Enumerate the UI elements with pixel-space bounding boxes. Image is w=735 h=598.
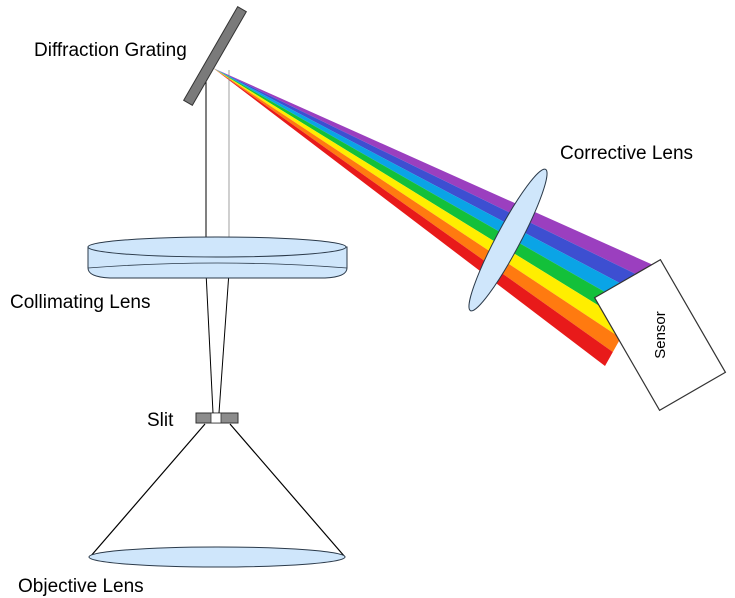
collimated-rays	[205, 70, 230, 240]
sensor-label: Sensor	[652, 311, 669, 359]
spectrum-band-5	[213, 68, 629, 338]
spectrum-band-4	[213, 68, 637, 324]
diffraction-grating-label: Diffraction Grating	[34, 40, 187, 61]
objective-lens-label: Objective Lens	[18, 576, 144, 597]
collimating-lens	[87, 236, 348, 279]
collimating-lens-label: Collimating Lens	[10, 292, 150, 313]
slit	[195, 412, 239, 424]
spectrum-band-6	[213, 68, 621, 352]
spectrum-band-3	[213, 68, 645, 310]
spectrum-band-1	[213, 68, 660, 282]
spectrum-fan	[213, 68, 660, 366]
slit-label: Slit	[147, 410, 174, 431]
corrective-lens	[468, 168, 548, 312]
sensor: Sensor	[593, 258, 727, 412]
slit-to-collimator-rays	[205, 271, 230, 414]
diffraction-grating	[182, 6, 248, 106]
objective-lens	[88, 546, 346, 568]
spectrum-band-7	[213, 68, 613, 366]
objective-rays	[89, 423, 346, 558]
corrective-lens-label: Corrective Lens	[560, 143, 693, 164]
spectrum-band-2	[213, 68, 653, 296]
